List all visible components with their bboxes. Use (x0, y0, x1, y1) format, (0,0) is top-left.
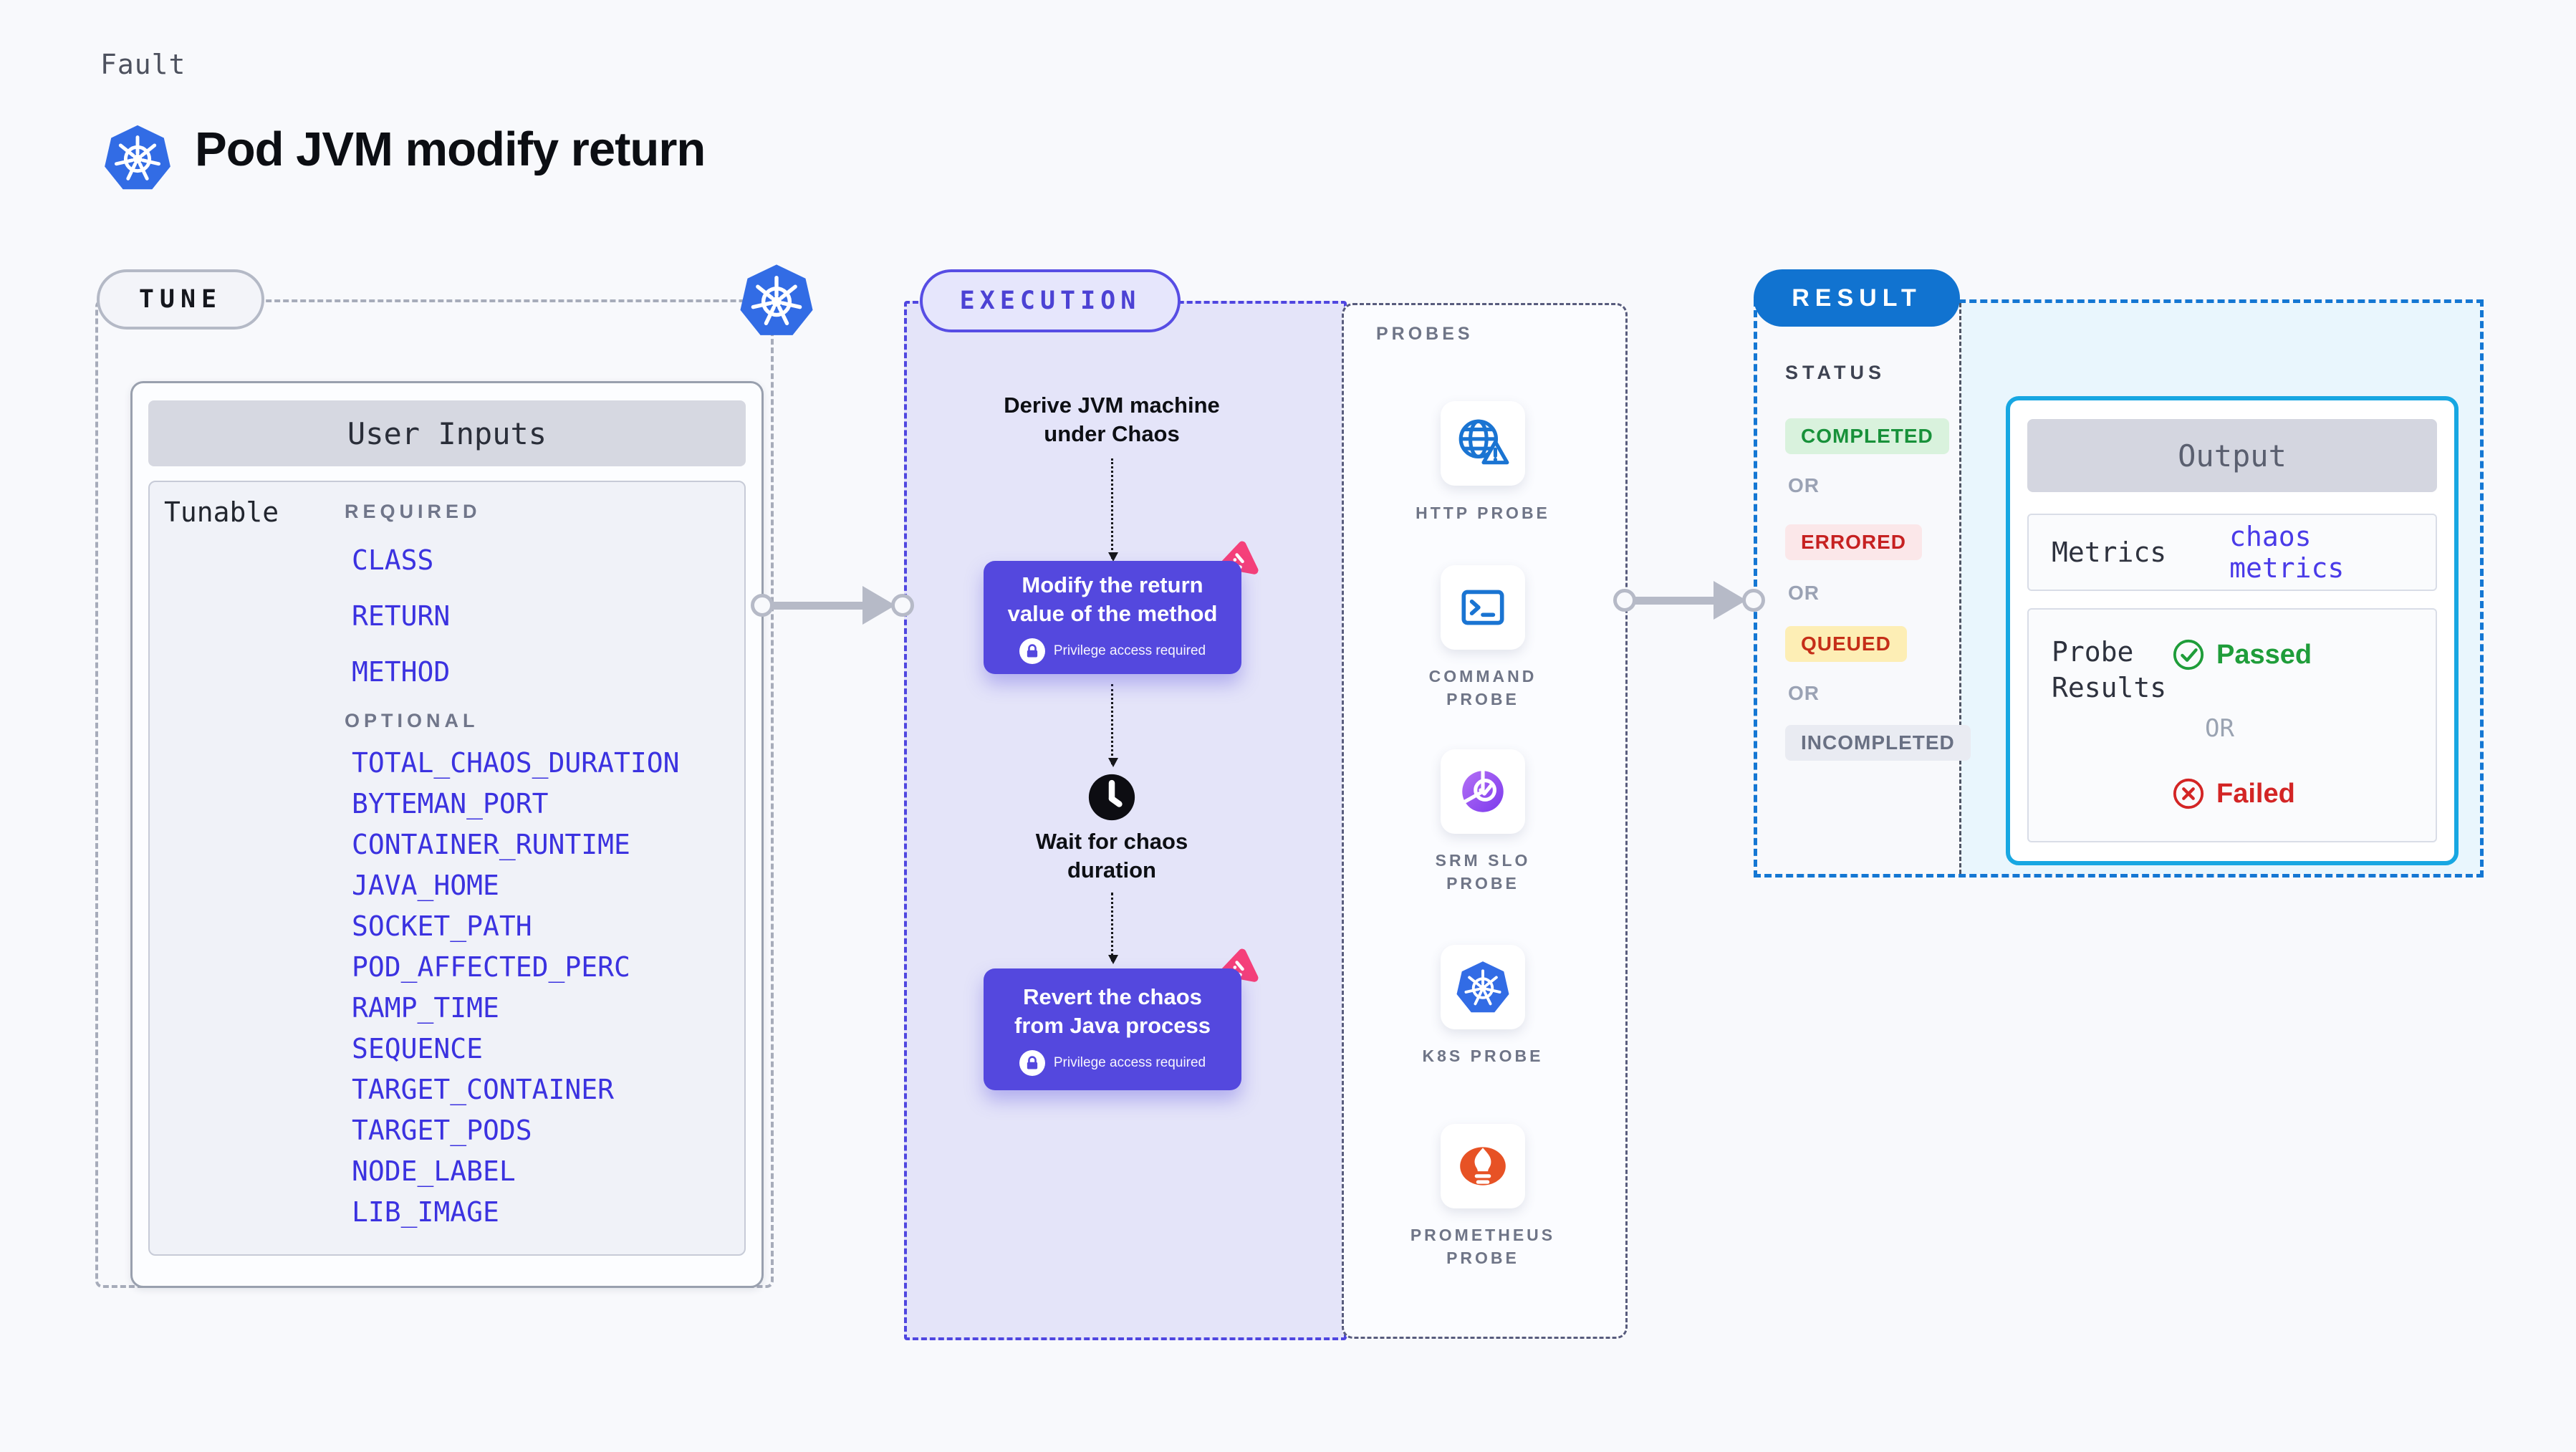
param-link[interactable]: BYTEMAN_PORT (352, 788, 549, 819)
slo-pie-check-icon (1455, 764, 1511, 819)
user-inputs-card: User Inputs Tunable REQUIRED CLASS RETUR… (130, 381, 764, 1288)
wait-step-text: Wait for chaos duration (1035, 829, 1188, 883)
metrics-row: Metrics chaos metrics (2027, 514, 2437, 591)
or-label: OR (1788, 582, 1820, 604)
arrow-end-dot (1742, 589, 1765, 612)
param-link[interactable]: JAVA_HOME (352, 870, 499, 901)
metrics-label: Metrics (2052, 537, 2167, 568)
revert-chaos-step: Revert the chaos from Java process Privi… (984, 968, 1241, 1090)
param-link[interactable]: TOTAL_CHAOS_DURATION (352, 747, 680, 779)
x-circle-icon (2172, 777, 2205, 810)
status-heading: STATUS (1785, 362, 1885, 383)
page-title: Pod JVM modify return (195, 122, 706, 176)
param-link[interactable]: RETURN (352, 600, 451, 632)
check-circle-icon (2172, 638, 2205, 671)
execution-pill: EXECUTION (920, 269, 1181, 332)
lock-icon (1019, 638, 1045, 664)
probe-label: PROMETHEUS PROBE (1410, 1226, 1556, 1267)
param-link[interactable]: TARGET_PODS (352, 1115, 532, 1146)
status-badge-incompleted: INCOMPLETED (1785, 725, 1971, 761)
user-inputs-title: User Inputs (148, 400, 746, 466)
status-badge-queued: QUEUED (1785, 626, 1907, 662)
privilege-note: Privilege access required (1019, 1050, 1206, 1076)
prometheus-flame-icon (1455, 1138, 1511, 1194)
probe-result-failed: Failed (2172, 777, 2295, 810)
output-card: Output Metrics chaos metrics Probe Resul… (2006, 396, 2459, 865)
probe-label: HTTP PROBE (1416, 504, 1550, 522)
derive-step-text: Derive JVM machine under Chaos (1004, 393, 1220, 446)
lock-icon (1019, 1050, 1045, 1076)
status-badge-errored: ERRORED (1785, 524, 1923, 560)
flow-connector (1108, 684, 1118, 767)
param-link[interactable]: RAMP_TIME (352, 992, 499, 1024)
execution-section (904, 301, 1347, 1340)
arrow-start-dot (1613, 589, 1636, 612)
kubernetes-icon (738, 261, 815, 340)
tunable-panel: Tunable REQUIRED CLASS RETURN METHOD OPT… (148, 481, 746, 1256)
param-link[interactable]: METHOD (352, 656, 451, 688)
arrow-start-dot (751, 594, 774, 617)
probe-results-label: Probe Results (2052, 636, 2167, 703)
or-label: OR (1788, 682, 1820, 704)
param-link[interactable]: LIB_IMAGE (352, 1196, 499, 1228)
prometheus-probe-card (1441, 1124, 1525, 1208)
result-divider (1959, 303, 1961, 874)
fault-kicker: Fault (100, 49, 186, 80)
kubernetes-icon (1455, 959, 1511, 1015)
clock-icon (1087, 773, 1136, 822)
arrow-head (862, 586, 895, 625)
probe-label: SRM SLO PROBE (1435, 851, 1531, 893)
k8s-probe-card (1441, 945, 1525, 1029)
privilege-note: Privilege access required (1019, 638, 1206, 664)
flow-connector (1108, 458, 1118, 562)
metrics-value-link[interactable]: chaos metrics (2229, 521, 2345, 584)
arrow-end-dot (891, 594, 914, 617)
optional-group-label: OPTIONAL (345, 710, 479, 731)
param-link[interactable]: CLASS (352, 544, 434, 576)
modify-return-step: Modify the return value of the method Pr… (984, 561, 1241, 674)
kubernetes-icon (102, 122, 173, 193)
http-probe-card (1441, 401, 1525, 486)
param-link[interactable]: TARGET_CONTAINER (352, 1074, 615, 1105)
probe-results-row: Probe Results Passed OR Failed (2027, 608, 2437, 842)
result-pill: RESULT (1754, 269, 1960, 327)
tune-to-execution-arrow (751, 586, 914, 625)
tunable-label: Tunable (164, 496, 279, 528)
probes-heading: PROBES (1376, 324, 1474, 344)
probe-label: K8S PROBE (1422, 1047, 1544, 1065)
param-link[interactable]: POD_AFFECTED_PERC (352, 951, 630, 983)
execution-to-result-arrow (1613, 581, 1765, 620)
param-link[interactable]: SOCKET_PATH (352, 910, 532, 942)
param-link[interactable]: NODE_LABEL (352, 1155, 516, 1187)
param-link[interactable]: SEQUENCE (352, 1033, 484, 1064)
or-label: OR (2205, 714, 2234, 743)
required-group-label: REQUIRED (345, 501, 481, 522)
status-badge-completed: COMPLETED (1785, 418, 1949, 454)
terminal-icon (1455, 580, 1511, 635)
arrow-head (1714, 581, 1746, 620)
output-title: Output (2027, 419, 2437, 492)
command-probe-card (1441, 565, 1525, 650)
flow-connector (1108, 893, 1118, 964)
srm-slo-probe-card (1441, 749, 1525, 834)
probe-label: COMMAND PROBE (1428, 667, 1537, 708)
or-label: OR (1788, 474, 1820, 496)
param-link[interactable]: CONTAINER_RUNTIME (352, 829, 630, 860)
probe-result-passed: Passed (2172, 638, 2312, 671)
tune-pill: TUNE (97, 269, 264, 330)
globe-alert-icon (1455, 415, 1511, 471)
